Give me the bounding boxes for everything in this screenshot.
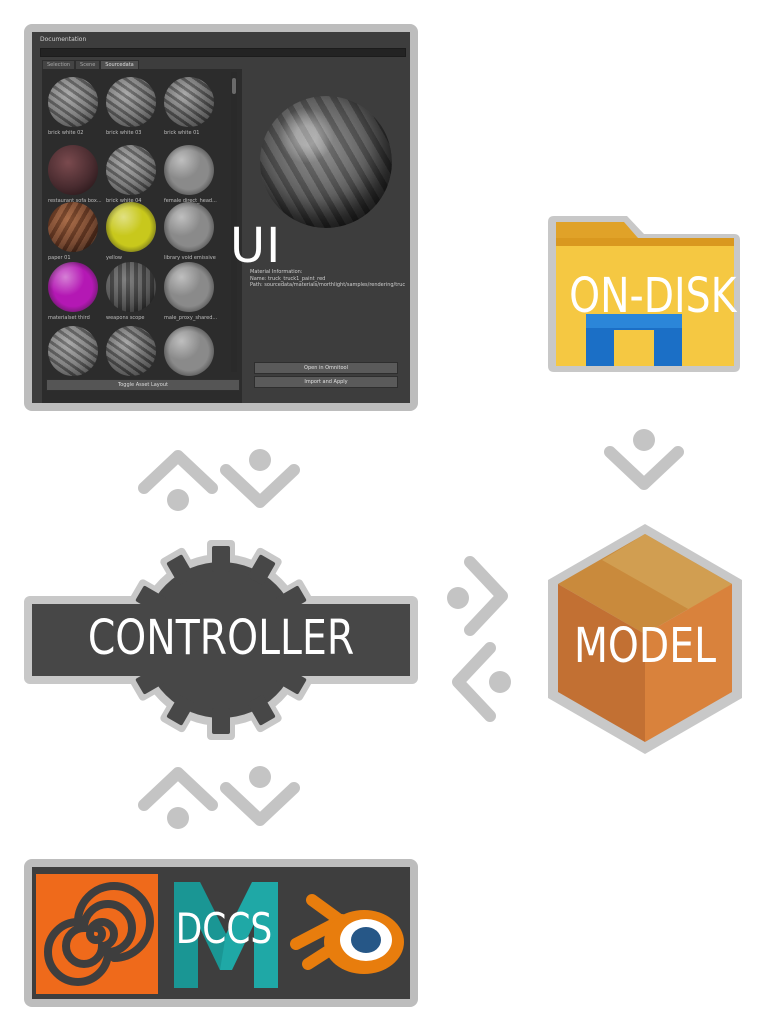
gear-tooth-fill xyxy=(212,546,230,572)
tab-scene[interactable]: Scene xyxy=(75,60,101,69)
ui-screenshot-window: Documentation Selection Scene Sourcedata… xyxy=(32,32,410,403)
material-thumbnail[interactable]: brick white 01 xyxy=(164,77,222,136)
arrow-dot xyxy=(249,449,271,471)
blender-icon xyxy=(290,894,404,974)
material-sphere xyxy=(164,326,214,376)
material-caption: female direct_head... xyxy=(164,198,217,204)
tab-sourcedata[interactable]: Sourcedata xyxy=(100,60,139,69)
material-caption: brick white 03 xyxy=(106,130,142,136)
scrollbar-thumb[interactable] xyxy=(232,78,236,94)
material-sphere xyxy=(164,145,214,195)
on-disk-label: ON-DISK xyxy=(569,268,737,324)
material-sphere xyxy=(106,145,156,195)
controller-label: CONTROLLER xyxy=(87,610,355,666)
material-thumbnail[interactable] xyxy=(164,326,222,376)
material-sphere xyxy=(164,202,214,252)
material-sphere xyxy=(48,262,98,312)
info-heading: Material Information: xyxy=(250,269,303,275)
chevron-arrow-icon xyxy=(604,446,684,490)
arrow-dot xyxy=(249,766,271,788)
material-thumbnail[interactable]: restaurant sofa box... xyxy=(48,145,106,204)
chevron-arrow-icon xyxy=(138,767,300,826)
chevron-arrow-icon xyxy=(452,556,508,722)
material-sphere xyxy=(48,77,98,127)
material-thumbnail[interactable]: materialset third xyxy=(48,262,106,321)
material-sphere xyxy=(48,326,98,376)
material-caption: library void emissive xyxy=(164,255,216,261)
cube-icon xyxy=(548,524,742,754)
material-preview-sphere xyxy=(260,96,392,228)
toggle-asset-layout-button[interactable]: Toggle Asset Layout xyxy=(46,379,240,391)
gear-tooth-fill xyxy=(247,554,276,585)
arrow-dot xyxy=(633,429,655,451)
material-thumbnail[interactable]: paper 01 xyxy=(48,202,106,261)
import-and-apply-button[interactable]: Import and Apply xyxy=(254,376,398,388)
gear-tooth-fill xyxy=(166,695,195,726)
arrow-dot xyxy=(489,671,511,693)
material-sphere xyxy=(106,77,156,127)
tab-selection[interactable]: Selection xyxy=(42,60,76,69)
material-thumbnail[interactable] xyxy=(106,326,164,376)
material-thumbnail[interactable]: brick white 04 xyxy=(106,145,164,204)
material-sphere xyxy=(164,77,214,127)
material-caption: brick white 01 xyxy=(164,130,200,136)
arrow-dot xyxy=(167,489,189,511)
material-thumbnail[interactable] xyxy=(48,326,106,376)
material-sphere xyxy=(106,326,156,376)
open-in-omnitool-button[interactable]: Open in Omnitool xyxy=(254,362,398,374)
material-sphere xyxy=(164,262,214,312)
material-sphere xyxy=(106,262,156,312)
material-thumbnail[interactable]: male_proxy_shared... xyxy=(164,262,222,321)
chevron-arrow-icon xyxy=(138,450,300,508)
window-title: Documentation xyxy=(40,36,87,43)
material-caption: weapons scope xyxy=(106,315,145,321)
material-thumbnail[interactable]: brick white 03 xyxy=(106,77,164,136)
gear-icon xyxy=(24,540,418,740)
maya-icon xyxy=(174,882,278,988)
info-name: Name: truck_truck1_paint_red xyxy=(250,275,326,282)
material-caption: restaurant sofa box... xyxy=(48,198,102,204)
search-bar[interactable] xyxy=(40,48,406,57)
gear-tooth-fill xyxy=(166,554,195,585)
arrow-dot xyxy=(167,807,189,829)
material-thumbnail[interactable]: library void emissive xyxy=(164,202,222,261)
material-sphere xyxy=(48,202,98,252)
material-caption: materialset third xyxy=(48,315,90,321)
material-thumbnail[interactable]: yellow xyxy=(106,202,164,261)
material-sphere xyxy=(106,202,156,252)
ui-label: UI xyxy=(230,218,282,274)
material-thumbnail[interactable]: brick white 02 xyxy=(48,77,106,136)
material-info: Material Information: Name: truck_truck1… xyxy=(250,269,405,289)
houdini-icon xyxy=(36,874,158,994)
info-path: Path: sourcedata/materials/morthlight/sa… xyxy=(250,282,405,288)
material-caption: yellow xyxy=(106,255,122,261)
arrow-dot xyxy=(447,587,469,609)
gear-tooth-fill xyxy=(212,708,230,734)
material-thumbnail[interactable]: weapons scope xyxy=(106,262,164,321)
folder-icon xyxy=(548,216,740,372)
gear-tooth-fill xyxy=(247,695,276,726)
tab-bar: Selection Scene Sourcedata xyxy=(42,60,139,69)
material-caption: male_proxy_shared... xyxy=(164,315,218,321)
dccs-label: DCCS xyxy=(175,904,273,953)
material-sphere xyxy=(48,145,98,195)
material-caption: brick white 04 xyxy=(106,198,142,204)
model-label: MODEL xyxy=(573,618,717,674)
grid-scrollbar[interactable] xyxy=(231,72,237,372)
material-caption: paper 01 xyxy=(48,255,71,261)
material-thumbnail[interactable]: female direct_head... xyxy=(164,145,222,204)
material-caption: brick white 02 xyxy=(48,130,84,136)
